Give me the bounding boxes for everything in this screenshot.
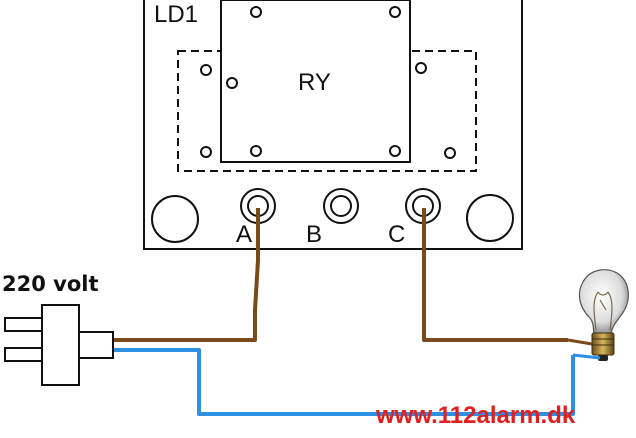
- plug-icon: [4, 304, 114, 386]
- relay-body: [220, 0, 411, 163]
- terminal-a-label: A: [236, 221, 252, 248]
- terminal-b: [323, 188, 359, 224]
- bulb-live-lead: [567, 338, 593, 346]
- relay-label: RY: [298, 69, 331, 96]
- terminal-c-label: C: [388, 221, 405, 248]
- plug-label: 220 volt: [2, 272, 99, 296]
- pad: [250, 6, 262, 18]
- live-wire-to-a: [113, 208, 260, 342]
- pad: [389, 6, 401, 18]
- light-bulb-icon: [578, 269, 629, 361]
- board-label: LD1: [154, 1, 198, 28]
- bulb-neutral-lead: [572, 353, 601, 360]
- neutral-wire: [113, 348, 575, 416]
- terminal-b-label: B: [306, 221, 322, 248]
- pad: [200, 146, 212, 158]
- pad: [444, 147, 456, 159]
- pcb-pads: [200, 6, 456, 159]
- pad: [250, 145, 262, 157]
- pad: [200, 64, 212, 76]
- pad: [415, 62, 427, 74]
- live-wire-c-to-bulb: [422, 208, 568, 342]
- watermark-url: www.112alarm.dk: [375, 402, 576, 429]
- pad: [389, 145, 401, 157]
- mounting-hole: [466, 194, 514, 242]
- pad: [226, 77, 238, 89]
- mounting-hole: [151, 195, 199, 243]
